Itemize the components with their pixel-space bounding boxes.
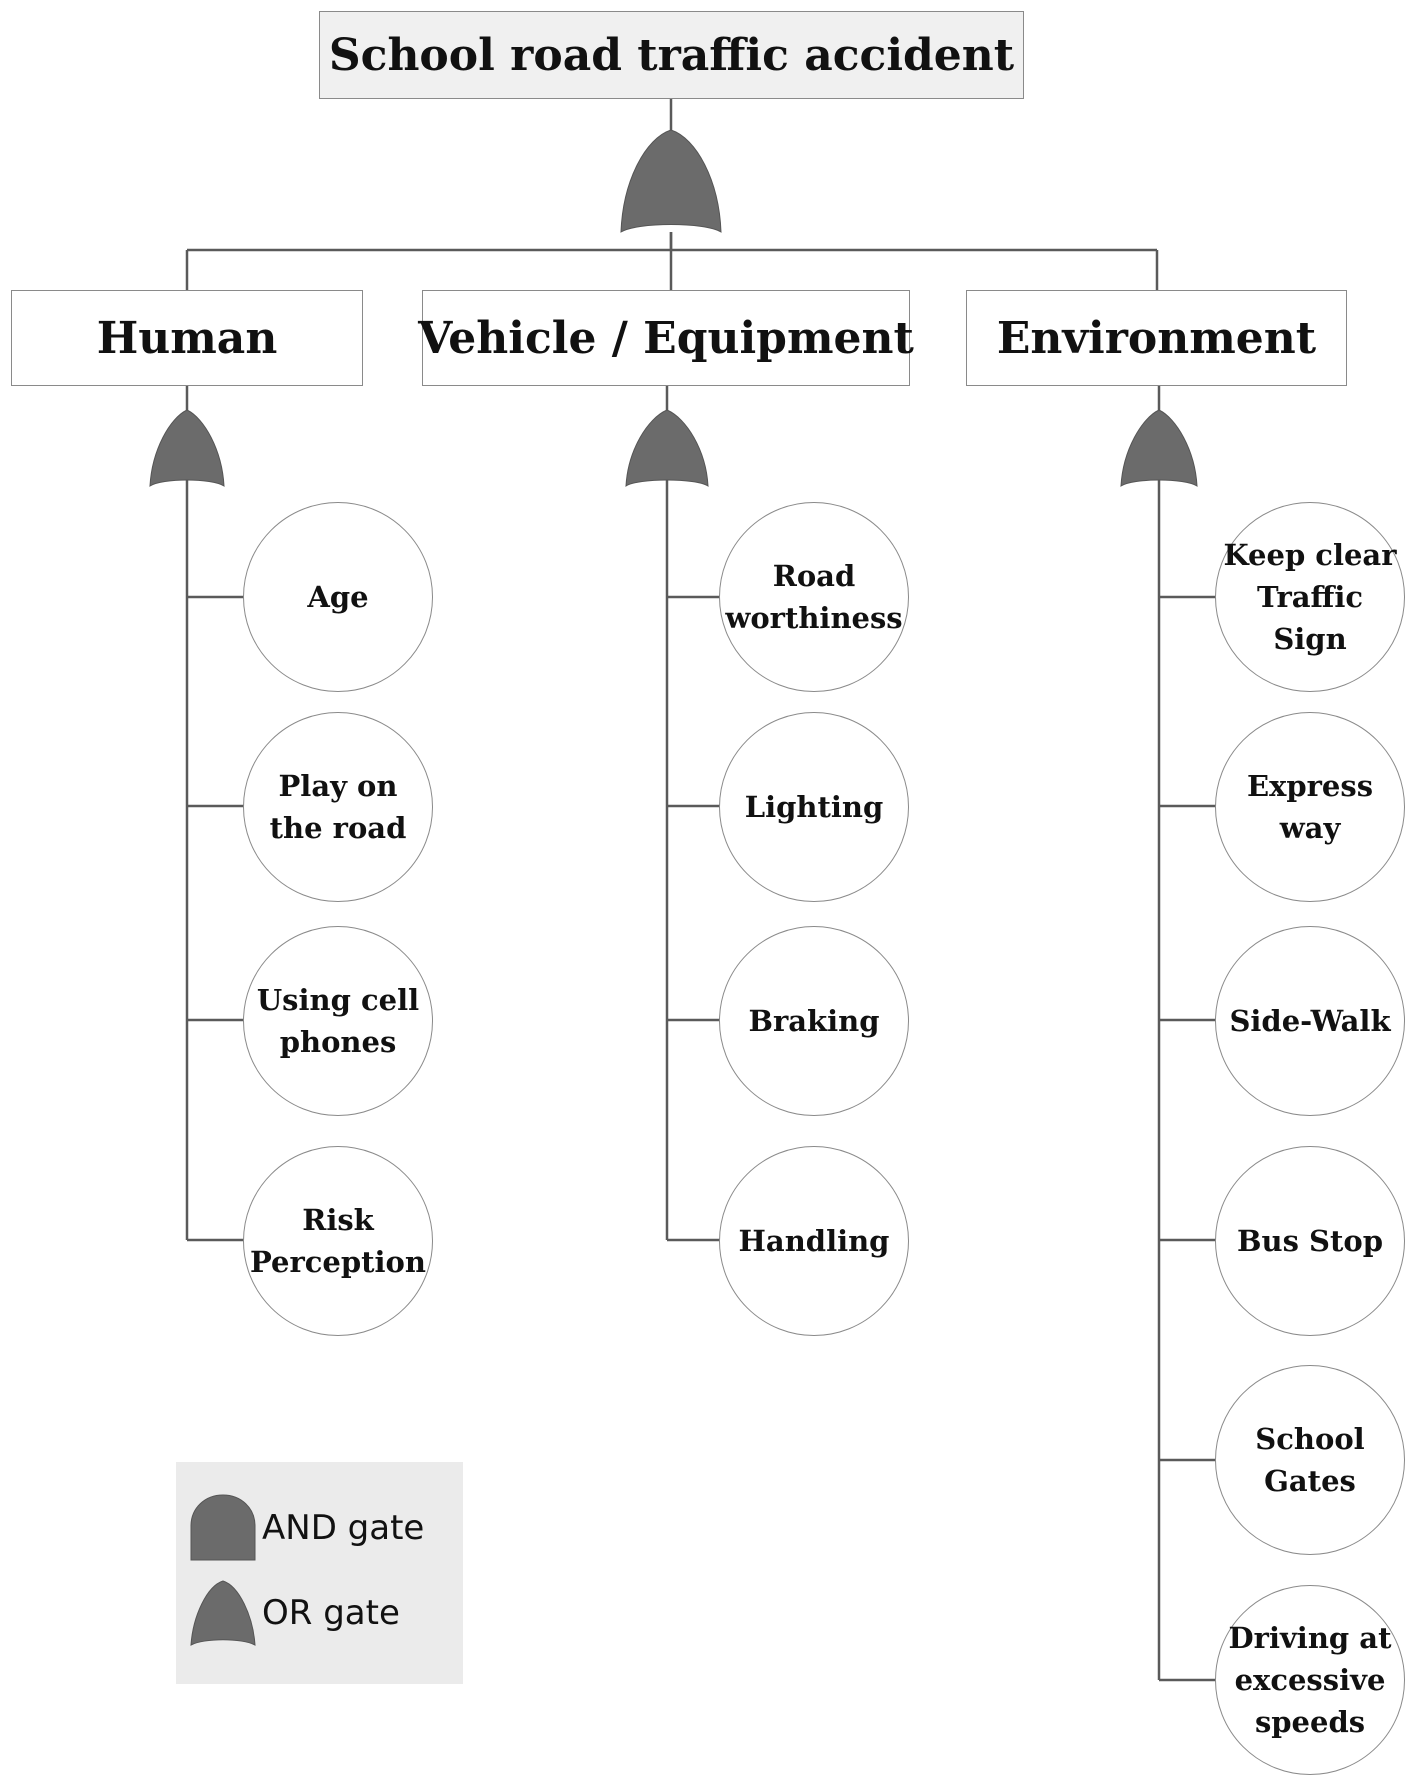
basic-event-label: Using cell phones — [256, 982, 420, 1059]
basic-event-school-gates: School Gates — [1215, 1365, 1405, 1555]
basic-event-play-on-road: Play on the road — [243, 712, 433, 902]
basic-event-label: Bus Stop — [1237, 1223, 1383, 1258]
basic-event-label: Driving at excessive speeds — [1228, 1620, 1392, 1740]
category-box-human: Human — [11, 290, 363, 386]
legend-or-label: OR gate — [262, 1593, 400, 1633]
basic-event-side-walk: Side-Walk — [1215, 926, 1405, 1116]
and-gate-icon — [190, 1494, 256, 1561]
category-label-human: Human — [96, 312, 278, 364]
basic-event-label: Express way — [1246, 768, 1374, 845]
or-gate-icon-vehicle — [625, 409, 709, 487]
basic-event-label: Braking — [748, 1003, 880, 1038]
basic-event-label: Play on the road — [269, 768, 407, 845]
legend-and-label: AND gate — [262, 1508, 425, 1548]
basic-event-lighting: Lighting — [719, 712, 909, 902]
basic-event-label: Risk Perception — [250, 1202, 426, 1279]
category-box-vehicle: Vehicle / Equipment — [418, 290, 914, 386]
basic-event-handling: Handling — [719, 1146, 909, 1336]
top-event-label: School road traffic accident — [328, 29, 1015, 81]
basic-event-road-worthiness: Road worthiness — [719, 502, 909, 692]
top-event-box: School road traffic accident — [319, 11, 1024, 99]
category-label-environment: Environment — [996, 312, 1317, 364]
basic-event-age: Age — [243, 502, 433, 692]
basic-event-label: Side-Walk — [1229, 1003, 1391, 1038]
basic-event-label: School Gates — [1255, 1421, 1365, 1498]
basic-event-label: Handling — [738, 1223, 890, 1258]
basic-event-keep-clear-traffic-sign: Keep clear Traffic Sign — [1215, 502, 1405, 692]
basic-event-braking: Braking — [719, 926, 909, 1116]
or-gate-icon-top — [620, 129, 722, 233]
legend-and-row: AND gate — [190, 1494, 424, 1562]
basic-event-express-way: Express way — [1215, 712, 1405, 902]
basic-event-bus-stop: Bus Stop — [1215, 1146, 1405, 1336]
or-gate-icon-human — [149, 409, 225, 487]
basic-event-label: Lighting — [744, 789, 884, 824]
category-label-vehicle: Vehicle / Equipment — [418, 312, 914, 364]
basic-event-using-cell-phones: Using cell phones — [243, 926, 433, 1116]
legend-or-row: OR gate — [190, 1580, 400, 1646]
basic-event-driving-excessive-speeds: Driving at excessive speeds — [1215, 1585, 1405, 1775]
basic-event-risk-perception: Risk Perception — [243, 1146, 433, 1336]
basic-event-label: Road worthiness — [725, 558, 903, 635]
or-gate-icon-environment — [1120, 409, 1198, 487]
legend: AND gate OR gate — [176, 1462, 463, 1684]
or-gate-icon — [190, 1580, 256, 1646]
category-box-environment: Environment — [966, 290, 1347, 386]
basic-event-label: Keep clear Traffic Sign — [1223, 537, 1397, 657]
basic-event-label: Age — [307, 579, 369, 614]
